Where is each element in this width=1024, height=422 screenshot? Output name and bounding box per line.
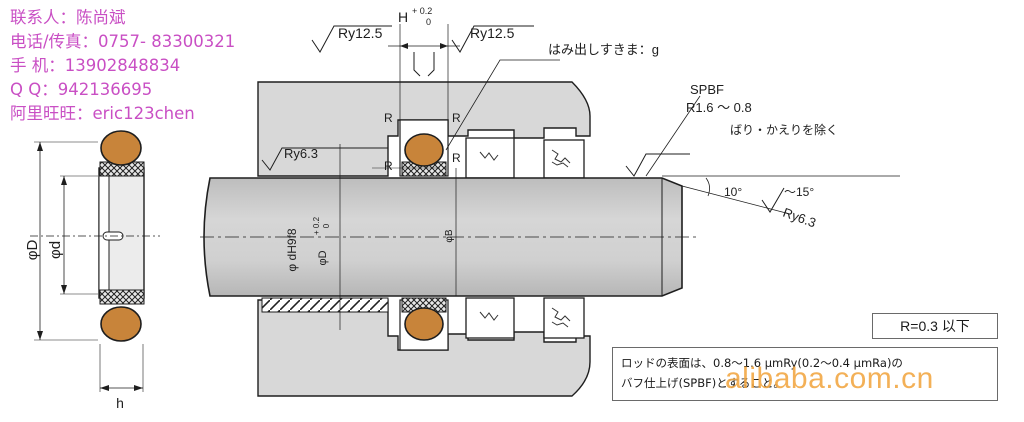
o-ring-top	[100, 130, 142, 166]
groove-dia-tol-upper: + 0.2	[312, 216, 321, 235]
angle-min-label: 10°	[724, 185, 742, 199]
groove-dia-tol-lower: 0	[322, 223, 331, 228]
radius-limit-box: R=0.3 以下	[872, 313, 998, 339]
contact-phone-fax: 电话/传真：0757- 83300321	[10, 32, 236, 51]
ry-chamfer-label: Ry6.3	[781, 205, 818, 231]
contact-qq: Q Q：942136695	[10, 80, 153, 99]
seal-ring-section	[30, 130, 160, 392]
radius-mark-3: R	[384, 159, 393, 173]
rod	[200, 177, 700, 297]
h-label: h	[116, 395, 124, 411]
groove-width-label: H	[398, 9, 408, 25]
radius-mark-1: R	[384, 111, 393, 125]
contact-info: 联系人：陈尚斌 电话/传真：0757- 83300321 手 机：1390284…	[10, 6, 235, 126]
groove-tol-upper: + 0.2	[412, 6, 432, 16]
ry-top-left-label: Ry12.5	[338, 25, 383, 41]
contact-aliwangwang: 阿里旺旺：eric123chen	[10, 104, 195, 123]
groove-dia-label: φD	[317, 250, 329, 265]
note-line-2: バフ仕上げ(SPBF)とすること。	[621, 376, 785, 390]
angle-max-label: ～15°	[784, 185, 814, 199]
ry-top-right-label: Ry12.5	[470, 25, 515, 41]
rod-b-label: φB	[444, 229, 455, 242]
top-dimensions	[261, 24, 900, 330]
radius-mark-4: R	[452, 151, 461, 165]
radius-mark-2: R	[452, 111, 461, 125]
phi-D-label: φD	[24, 240, 41, 261]
groove-seals	[401, 133, 447, 341]
finish-range-label: R1.6 ～ 0.8	[686, 100, 752, 115]
phi-d-label: φd	[47, 241, 64, 259]
contact-person: 联系人：陈尚斌	[10, 8, 126, 27]
groove-tol-lower: 0	[426, 17, 431, 27]
spbf-label: SPBF	[690, 82, 724, 97]
bore-fit-label: φ dH9f8	[285, 228, 299, 271]
surface-finish-note: ロッドの表面は、0.8～1.6 μmRy(0.2～0.4 μmRa)の バフ仕上…	[612, 347, 998, 401]
extrusion-gap-label: はみ出しすきま：g	[548, 42, 659, 57]
o-ring-bottom	[100, 306, 142, 342]
deburr-note-label: ばり・かえりを除く	[730, 122, 838, 137]
note-line-1: ロッドの表面は、0.8～1.6 μmRy(0.2～0.4 μmRa)の	[621, 356, 903, 370]
ry-left-label: Ry6.3	[284, 146, 318, 161]
contact-mobile: 手 机：13902848834	[10, 56, 181, 75]
